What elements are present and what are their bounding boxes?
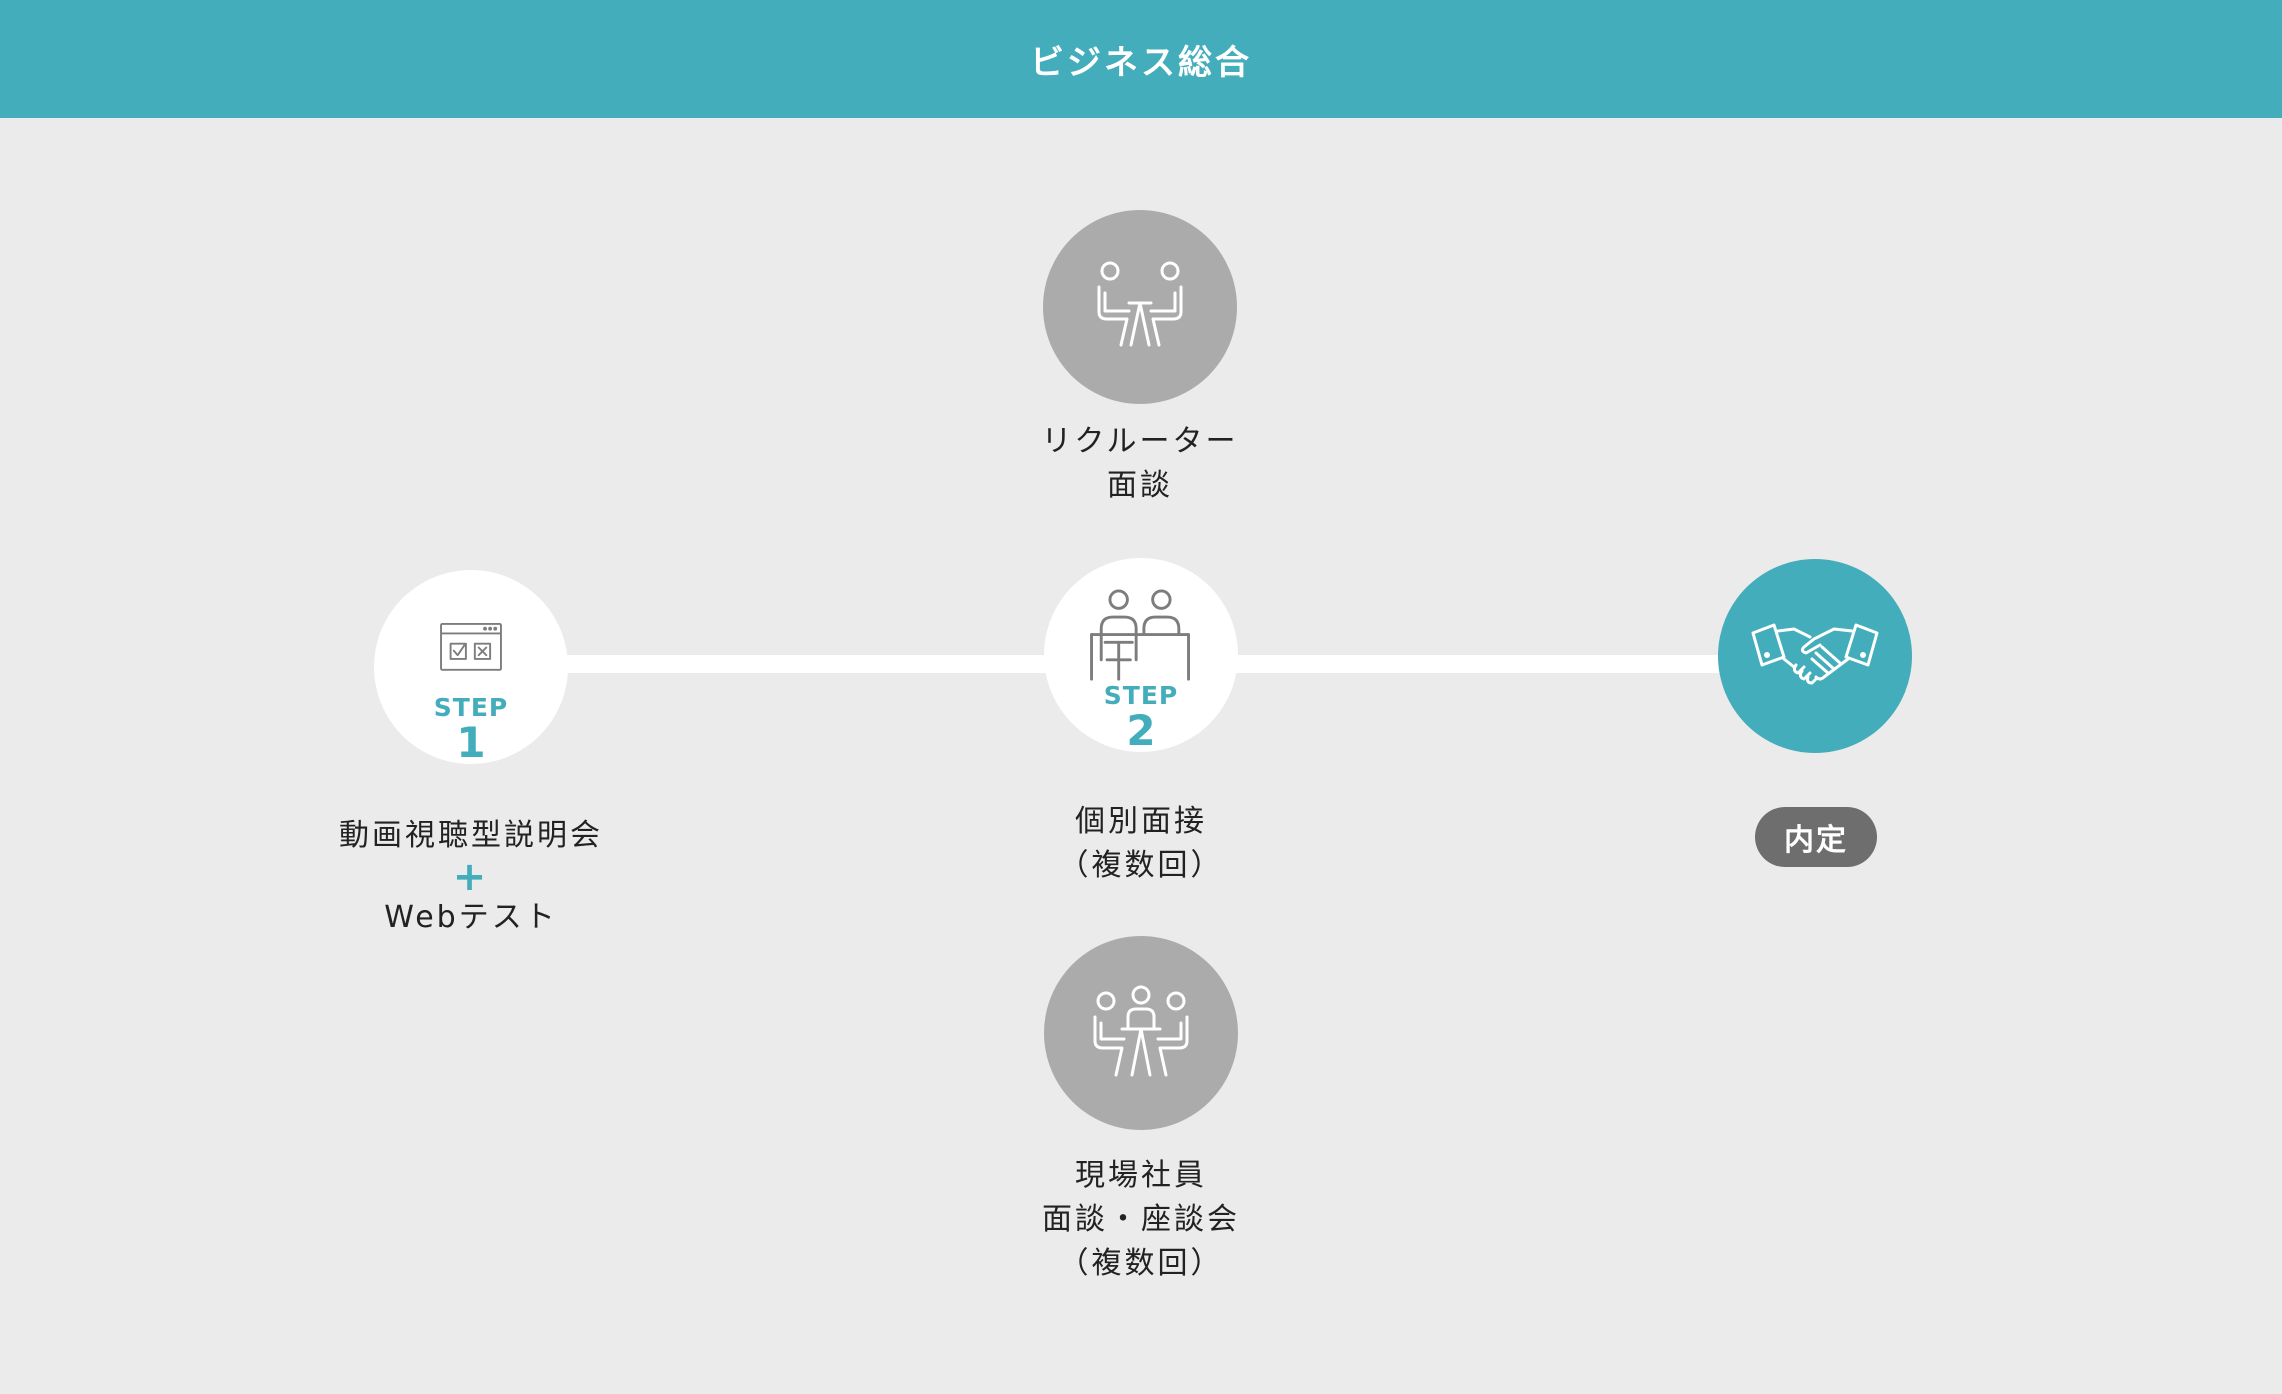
group-meeting-icon [1093, 985, 1189, 1077]
caption-line: 動画視聴型説明会 [339, 818, 603, 853]
caption-line: Webテスト [384, 900, 558, 935]
step-2-node: STEP 2 [1044, 558, 1238, 752]
step-2-caption: 個別面接 （複数回） [990, 800, 1292, 888]
recruiter-meeting-node [1043, 210, 1237, 404]
step-1-caption: 動画視聴型説明会 + Webテスト [310, 814, 632, 940]
caption-line: （複数回） [1058, 848, 1224, 883]
offer-badge: 内定 [1755, 807, 1877, 867]
caption-line: 個別面接 [1075, 804, 1207, 839]
step-label: STEP [1103, 681, 1179, 710]
employee-meeting-node [1044, 936, 1238, 1130]
one-on-one-meeting-icon [1097, 261, 1183, 347]
step-number: 1 [456, 718, 486, 767]
handshake-icon [1751, 623, 1879, 685]
caption-line: 面談 [1107, 468, 1173, 503]
header-bar: ビジネス総合 [0, 0, 2282, 118]
step-label: STEP [433, 693, 509, 722]
caption-line: リクルーター [1041, 424, 1239, 459]
plus-icon: + [452, 854, 490, 900]
interview-desk-icon [1090, 589, 1190, 681]
step-1-node: STEP 1 [374, 570, 568, 764]
browser-check-icon [440, 622, 502, 671]
step-number: 2 [1126, 706, 1156, 755]
caption-line: （複数回） [1058, 1246, 1224, 1281]
page-title: ビジネス総合 [1030, 42, 1252, 83]
offer-node [1718, 559, 1912, 753]
caption-line: 面談・座談会 [1042, 1202, 1240, 1237]
employee-meeting-caption: 現場社員 面談・座談会 （複数回） [990, 1154, 1292, 1286]
recruiter-meeting-caption: リクルーター 面談 [990, 420, 1290, 508]
caption-line: 現場社員 [1075, 1158, 1207, 1193]
